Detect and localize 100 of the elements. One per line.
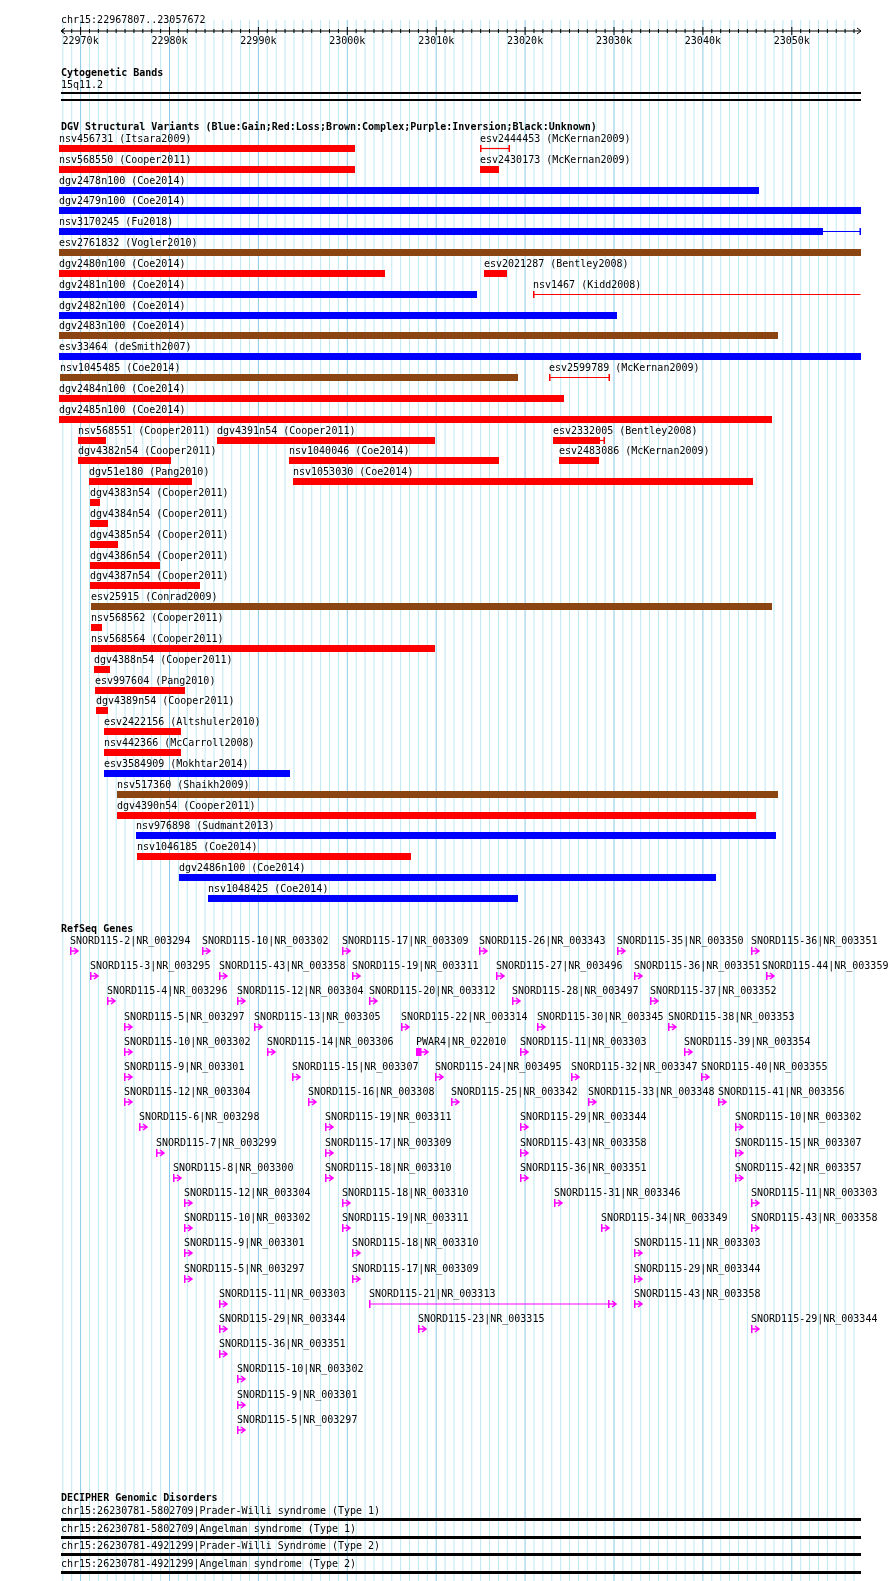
gene-label: SNORD115-15|NR_003307 (735, 1136, 862, 1149)
gene-label: SNORD115-38|NR_003353 (668, 1010, 795, 1023)
variant-label: dgv2481n100 (Coe2014) (59, 278, 186, 291)
variant-label: esv2599789 (McKernan2009) (549, 362, 700, 375)
gene-label: SNORD115-43|NR_003358 (634, 1287, 761, 1300)
variant-label: nsv568550 (Cooper2011) (59, 153, 192, 166)
variant-label: esv2430173 (McKernan2009) (480, 153, 631, 166)
gene-label: SNORD115-36|NR_003351 (520, 1161, 647, 1174)
variant-label: nsv1045485 (Coe2014) (60, 362, 181, 375)
variant-label: dgv4382n54 (Cooper2011) (78, 445, 217, 458)
ruler-tick-label: 23000k (329, 35, 366, 47)
ruler-tick-label: 22990k (240, 35, 277, 47)
disorder-label: chr15:26230781-4921299|Angelman syndrome (Type 2) (61, 1557, 356, 1570)
gene-label: SNORD115-27|NR_003496 (496, 960, 623, 973)
variant-label: nsv1467 (Kidd2008) (533, 278, 642, 291)
gene-label: SNORD115-10|NR_003302 (237, 1363, 364, 1376)
gene-label: SNORD115-11|NR_003303 (520, 1035, 647, 1048)
variant-label: dgv4384n54 (Cooper2011) (90, 507, 229, 520)
gene-label: SNORD115-24|NR_003495 (435, 1061, 562, 1073)
gene-label: SNORD115-6|NR_003298 (139, 1111, 260, 1124)
variant-label: esv25915 (Conrad2009) (91, 591, 218, 604)
gene-label: SNORD115-9|NR_003301 (237, 1388, 358, 1401)
variant-label: dgv2486n100 (Coe2014) (179, 862, 306, 875)
gene-label: SNORD115-43|NR_003358 (520, 1136, 647, 1149)
gene-label: SNORD115-29|NR_003344 (219, 1313, 346, 1325)
variant-label: nsv568551 (Cooper2011) (78, 424, 211, 437)
ruler-tick-label: 22970k (62, 35, 99, 47)
variant-label: nsv442366 (McCarroll2008) (104, 737, 255, 750)
ruler-tick-label: 23030k (595, 35, 633, 47)
variant-label: esv2761832 (Vogler2010) (59, 237, 198, 250)
disorder-label: chr15:26230781-5802709|Prader-Willi syndrome (Type 1) (61, 1505, 381, 1517)
gene-label: SNORD115-18|NR_003310 (342, 1187, 469, 1199)
variant-label: nsv517360 (Shaikh2009) (117, 778, 250, 791)
gene-label: SNORD115-30|NR_003345 (537, 1010, 664, 1023)
ruler-tick-label: 23050k (773, 35, 810, 47)
variant-label: esv2444453 (McKernan2009) (480, 133, 631, 145)
gene-label: SNORD115-12|NR_003304 (184, 1187, 311, 1199)
gene-label: SNORD115-33|NR_003348 (588, 1086, 715, 1099)
variant-label: dgv4390n54 (Cooper2011) (117, 799, 256, 812)
gene-label: SNORD115-5|NR_003297 (124, 1010, 245, 1023)
gene-label: SNORD115-8|NR_003300 (173, 1161, 294, 1174)
gene-label: SNORD115-17|NR_003309 (352, 1262, 479, 1275)
gene-label: SNORD115-10|NR_003302 (184, 1212, 311, 1225)
gene-label: SNORD115-19|NR_003311 (352, 960, 479, 973)
variant-label: dgv4386n54 (Cooper2011) (90, 549, 229, 562)
track-title: Cytogenetic Bands (61, 67, 164, 79)
gene-label: SNORD115-34|NR_003349 (601, 1212, 728, 1225)
gene-label: SNORD115-26|NR_003343 (479, 935, 606, 947)
gene-label: SNORD115-18|NR_003310 (352, 1237, 479, 1250)
variant-label: nsv568562 (Cooper2011) (91, 612, 224, 625)
gene-label: SNORD115-7|NR_003299 (156, 1136, 277, 1149)
variant-label: dgv2479n100 (Coe2014) (59, 195, 186, 208)
gene-label: SNORD115-29|NR_003344 (751, 1313, 878, 1325)
variant-label: esv2021287 (Bentley2008) (484, 257, 629, 270)
variant-label: dgv2480n100 (Coe2014) (59, 257, 186, 270)
ruler-tick-label: 22980k (151, 35, 188, 47)
variant-label: nsv3170245 (Fu2018) (59, 216, 174, 229)
variant-label: esv2422156 (Altshuler2010) (104, 716, 261, 729)
gene-label: SNORD115-5|NR_003297 (184, 1262, 305, 1275)
gene-label: SNORD115-21|NR_003313 (369, 1287, 496, 1300)
gene-label: SNORD115-36|NR_003351 (219, 1338, 346, 1351)
gene-label: SNORD115-18|NR_003310 (325, 1161, 452, 1174)
gene-label: SNORD115-4|NR_003296 (107, 985, 228, 998)
variant-label: dgv2484n100 (Coe2014) (59, 382, 186, 395)
gene-label: SNORD115-32|NR_003347 (571, 1061, 698, 1073)
variant-label: dgv4389n54 (Cooper2011) (96, 695, 235, 708)
coordinate-label: chr15:22967807..23057672 (61, 14, 206, 26)
gene-label: SNORD115-10|NR_003302 (124, 1035, 251, 1048)
gene-label: SNORD115-10|NR_003302 (202, 935, 329, 947)
variant-label: dgv4383n54 (Cooper2011) (90, 487, 229, 500)
gene-label: SNORD115-29|NR_003344 (520, 1111, 647, 1124)
gene-label: SNORD115-35|NR_003350 (617, 935, 744, 947)
gene-label: PWAR4|NR_022010 (416, 1035, 507, 1048)
gene-label: SNORD115-39|NR_003354 (684, 1035, 811, 1048)
variant-label: esv997604 (Pang2010) (95, 674, 216, 687)
variant-label: nsv1046185 (Coe2014) (137, 841, 258, 854)
gene-label: SNORD115-44|NR_003359 (762, 960, 889, 973)
gene-label: SNORD115-23|NR_003315 (418, 1313, 545, 1325)
variant-label: nsv1048425 (Coe2014) (208, 882, 329, 895)
gene-label: SNORD115-37|NR_003352 (650, 985, 777, 998)
gene-label: SNORD115-19|NR_003311 (342, 1212, 469, 1225)
gene-label: SNORD115-15|NR_003307 (292, 1061, 419, 1073)
gene-label: SNORD115-29|NR_003344 (634, 1262, 761, 1275)
variant-label: dgv4387n54 (Cooper2011) (90, 570, 229, 583)
gene-label: SNORD115-36|NR_003351 (634, 960, 761, 973)
gene-label: SNORD115-25|NR_003342 (451, 1086, 578, 1099)
variant-label: esv2483086 (McKernan2009) (559, 445, 710, 458)
gene-label: SNORD115-42|NR_003357 (735, 1161, 862, 1174)
track-title: DECIPHER Genomic Disorders (61, 1492, 218, 1504)
gene-label: SNORD115-17|NR_003309 (342, 935, 469, 947)
ruler-tick-label: 23020k (507, 35, 544, 47)
variant-label: dgv2483n100 (Coe2014) (59, 320, 186, 333)
gene-label: SNORD115-12|NR_003304 (237, 985, 364, 998)
gene-label: SNORD115-43|NR_003358 (751, 1212, 878, 1225)
gene-label: SNORD115-43|NR_003358 (219, 960, 346, 973)
gene-label: SNORD115-19|NR_003311 (325, 1111, 452, 1124)
gene-label: SNORD115-36|NR_003351 (751, 935, 878, 947)
gene-label: SNORD115-5|NR_003297 (237, 1413, 358, 1426)
variant-label: esv33464 (deSmith2007) (59, 341, 192, 354)
gene-label: SNORD115-2|NR_003294 (70, 935, 191, 947)
